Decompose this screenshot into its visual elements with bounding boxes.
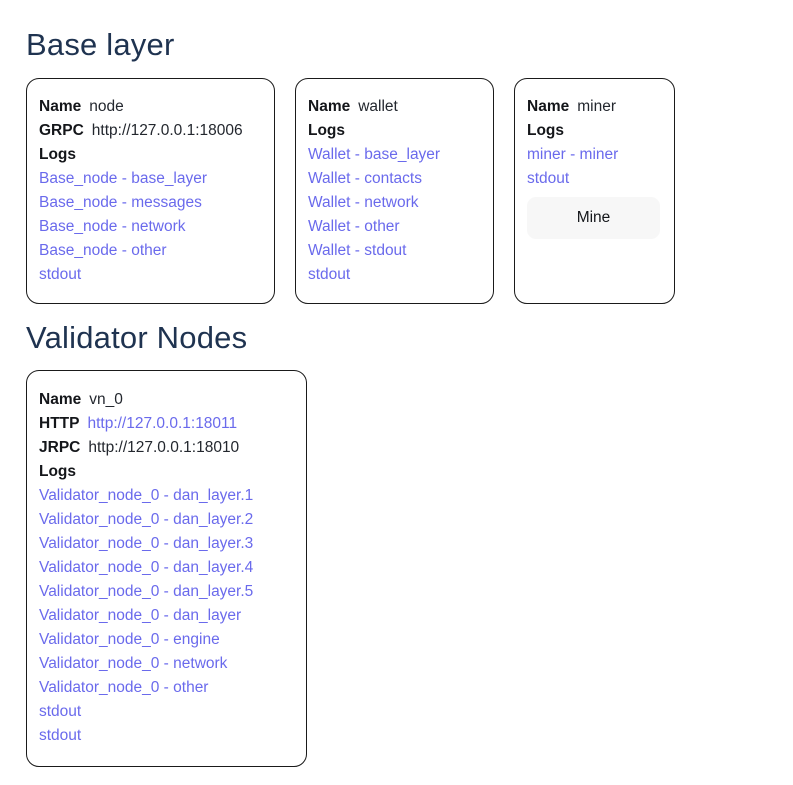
- log-link[interactable]: Base_node - network: [39, 217, 186, 235]
- miner-logs-label: Logs: [527, 121, 565, 139]
- validator-node-card: Name vn_0 HTTP http://127.0.0.1:18011 JR…: [26, 370, 307, 768]
- vn-http-link[interactable]: http://127.0.0.1:18011: [87, 415, 238, 433]
- log-link[interactable]: Wallet - other: [308, 217, 400, 235]
- vn-name-value: vn_0: [89, 391, 123, 409]
- node-logs-label: Logs: [39, 145, 77, 163]
- log-link[interactable]: Base_node - messages: [39, 193, 202, 211]
- base-layer-card-row: Name node GRPC http://127.0.0.1:18006 Lo…: [26, 77, 793, 304]
- node-name-field: Name node: [39, 95, 260, 119]
- mine-button[interactable]: Mine: [527, 196, 660, 239]
- dashboard-page: Base layer Name node GRPC http://127.0.0…: [26, 27, 793, 768]
- vn-http-label: HTTP: [39, 415, 80, 433]
- log-link[interactable]: Validator_node_0 - dan_layer: [39, 607, 242, 625]
- node-log-list: Base_node - base_layer Base_node - messa…: [39, 167, 260, 287]
- log-link[interactable]: stdout: [527, 169, 570, 187]
- vn-name-label: Name: [39, 391, 82, 409]
- node-grpc-label: GRPC: [39, 121, 84, 139]
- log-link[interactable]: Base_node - other: [39, 241, 167, 259]
- log-link[interactable]: Validator_node_0 - dan_layer.3: [39, 535, 254, 553]
- wallet-name-label: Name: [308, 97, 351, 115]
- log-link[interactable]: Wallet - stdout: [308, 241, 407, 259]
- log-link[interactable]: Validator_node_0 - engine: [39, 631, 220, 649]
- vn-jrpc-value: http://127.0.0.1:18010: [88, 439, 240, 457]
- wallet-name-value: wallet: [358, 97, 398, 115]
- wallet-card: Name wallet Logs Wallet - base_layer Wal…: [295, 77, 494, 304]
- node-grpc-field: GRPC http://127.0.0.1:18006: [39, 119, 260, 143]
- log-link[interactable]: Validator_node_0 - dan_layer.5: [39, 583, 254, 601]
- log-link[interactable]: Validator_node_0 - network: [39, 655, 228, 673]
- log-link[interactable]: Wallet - base_layer: [308, 145, 441, 163]
- vn-name-field: Name vn_0: [39, 388, 292, 412]
- miner-name-value: miner: [577, 97, 616, 115]
- log-link[interactable]: miner - miner: [527, 145, 619, 163]
- log-link[interactable]: Validator_node_0 - dan_layer.2: [39, 511, 254, 529]
- validator-card-row: Name vn_0 HTTP http://127.0.0.1:18011 JR…: [26, 370, 793, 768]
- node-name-label: Name: [39, 97, 82, 115]
- node-name-value: node: [89, 97, 124, 115]
- vn-jrpc-label: JRPC: [39, 439, 81, 457]
- wallet-logs-label: Logs: [308, 121, 346, 139]
- log-link[interactable]: Wallet - network: [308, 193, 419, 211]
- node-grpc-value: http://127.0.0.1:18006: [91, 121, 243, 139]
- log-link[interactable]: stdout: [39, 727, 82, 745]
- vn-http-field: HTTP http://127.0.0.1:18011: [39, 412, 292, 436]
- vn-log-list: Validator_node_0 - dan_layer.1 Validator…: [39, 484, 292, 748]
- log-link[interactable]: stdout: [39, 703, 82, 721]
- log-link[interactable]: stdout: [308, 265, 351, 283]
- log-link[interactable]: Validator_node_0 - dan_layer.1: [39, 487, 254, 505]
- miner-card: Name miner Logs miner - miner stdout Min…: [514, 77, 675, 304]
- miner-name-label: Name: [527, 97, 570, 115]
- miner-name-field: Name miner: [527, 95, 660, 119]
- miner-log-list: miner - miner stdout: [527, 143, 660, 191]
- log-link[interactable]: Base_node - base_layer: [39, 169, 208, 187]
- vn-logs-label: Logs: [39, 463, 77, 481]
- base-node-card: Name node GRPC http://127.0.0.1:18006 Lo…: [26, 77, 275, 304]
- section-title-base-layer: Base layer: [26, 27, 175, 62]
- wallet-name-field: Name wallet: [308, 95, 479, 119]
- log-link[interactable]: Validator_node_0 - other: [39, 679, 209, 697]
- wallet-log-list: Wallet - base_layer Wallet - contacts Wa…: [308, 143, 479, 287]
- section-title-validator-nodes: Validator Nodes: [26, 319, 248, 355]
- vn-jrpc-field: JRPC http://127.0.0.1:18010: [39, 436, 292, 460]
- log-link[interactable]: Validator_node_0 - dan_layer.4: [39, 559, 254, 577]
- log-link[interactable]: stdout: [39, 265, 82, 283]
- log-link[interactable]: Wallet - contacts: [308, 169, 422, 187]
